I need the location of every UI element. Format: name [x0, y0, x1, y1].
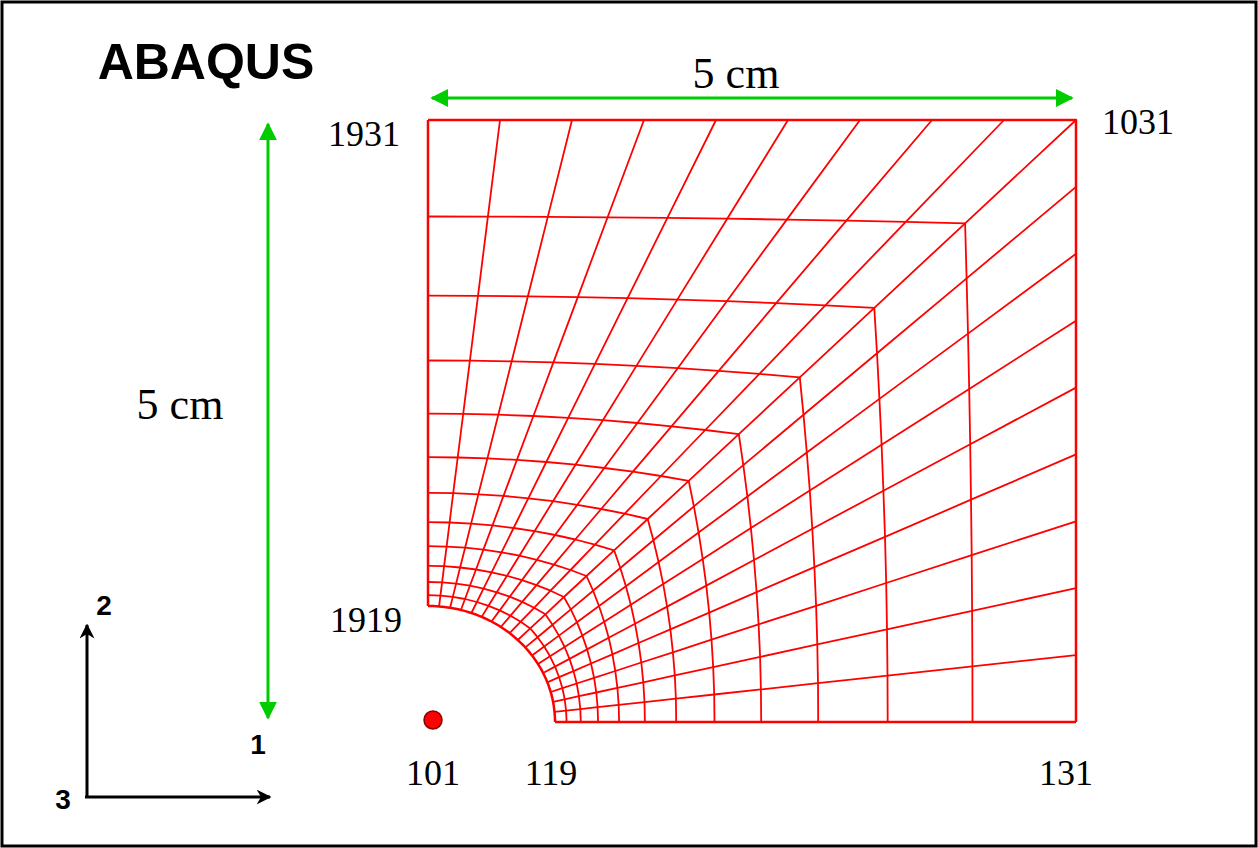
node-number: 1931 — [328, 116, 400, 152]
mesh-line — [501, 120, 932, 627]
mesh-line — [428, 522, 645, 722]
node-number: 119 — [525, 755, 578, 791]
mesh-line — [428, 414, 761, 722]
mesh-line — [555, 721, 1076, 724]
mesh-line — [427, 120, 430, 606]
mesh-line — [543, 388, 1076, 673]
mesh-line — [538, 321, 1076, 664]
dimension-label: 5 cm — [693, 52, 780, 96]
center-node — [424, 711, 442, 729]
mesh-line — [428, 457, 715, 722]
dimension-label: 5 cm — [137, 383, 224, 427]
mesh-line — [525, 187, 1076, 648]
node-number: 131 — [1039, 755, 1093, 791]
logo-text: ABAQUS — [98, 37, 315, 87]
dimension-line — [267, 124, 270, 718]
mesh-line — [428, 120, 1076, 722]
mesh-line — [428, 217, 973, 723]
mesh-line — [428, 582, 581, 722]
dimension-line — [432, 97, 1072, 100]
axis-label: 2 — [96, 592, 112, 620]
mesh-line — [428, 546, 619, 722]
finite-element-mesh — [428, 120, 1076, 722]
mesh-line — [471, 120, 716, 613]
mesh-line — [428, 493, 676, 722]
axis-label: 1 — [250, 731, 266, 759]
axis-arrow — [85, 796, 270, 799]
mesh-line — [555, 655, 1077, 712]
mesh-line — [510, 120, 1004, 633]
mesh-line — [428, 566, 598, 722]
mesh-line — [518, 120, 1076, 640]
node-number: 101 — [406, 755, 460, 791]
mesh-line — [492, 120, 861, 622]
node-number: 1031 — [1102, 104, 1174, 140]
mesh-line — [482, 120, 788, 617]
mesh-line — [439, 120, 500, 606]
mesh-line — [428, 361, 818, 723]
node-number: 1919 — [330, 602, 402, 638]
mesh-line — [428, 606, 555, 722]
axis-arrow — [86, 625, 89, 797]
mesh-line — [428, 296, 888, 722]
axis-label: 3 — [55, 786, 71, 814]
